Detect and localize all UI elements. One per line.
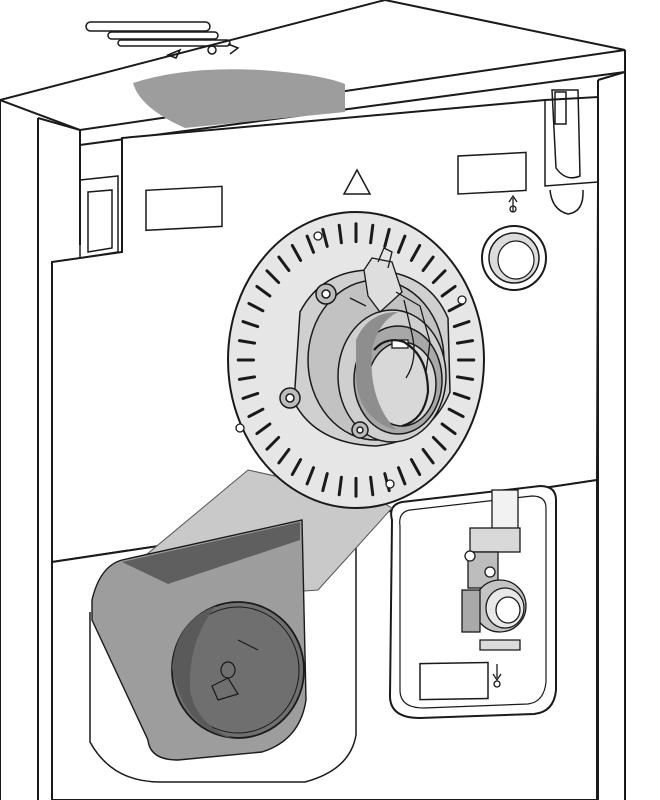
flange-bolt	[235, 423, 245, 433]
up-arrow-flame-icon	[508, 194, 518, 213]
down-arrow-flame-icon	[492, 664, 502, 688]
flange-slot	[447, 301, 465, 313]
flange-slot	[337, 475, 343, 497]
flange-slot	[265, 269, 281, 284]
fan-outlet-shadow	[172, 606, 232, 738]
flange-slot	[255, 422, 272, 436]
burner-boss-hole	[285, 393, 295, 403]
flange-slot	[440, 422, 457, 436]
flange-slot	[455, 339, 475, 345]
burner-bosses	[279, 283, 369, 439]
flange-slot	[241, 320, 260, 329]
flange-slot	[452, 391, 471, 400]
flange-slot	[241, 391, 260, 400]
top-vents	[85, 21, 240, 59]
top-vent-slot	[85, 21, 211, 32]
burner-boss-hole	[321, 289, 331, 299]
ignition-electrodes	[349, 247, 431, 379]
lower-left-recess	[89, 540, 357, 783]
round-port	[481, 225, 547, 291]
flange-slot	[321, 472, 329, 493]
burner-shadow	[356, 312, 398, 430]
flange-slot	[265, 436, 281, 451]
burner-ring-clip	[373, 339, 430, 428]
flange-slot	[255, 284, 272, 298]
top-mark-icon	[227, 43, 240, 55]
flange-slot	[421, 255, 435, 272]
gas-valve-fitting	[461, 489, 527, 651]
flange-slot	[431, 436, 447, 451]
flange-bolt	[457, 295, 467, 305]
cabinet-right-rim	[597, 71, 626, 81]
flange-bolts	[235, 231, 467, 489]
warning-triangle-icon	[342, 168, 372, 195]
flange-slot	[383, 227, 391, 248]
flange-slot	[237, 339, 257, 345]
flange-slot	[277, 255, 291, 272]
top-vent-slot	[117, 39, 231, 47]
flange-slot	[321, 227, 329, 248]
upper-right-label-plate	[457, 151, 527, 195]
flange-slot	[431, 269, 447, 284]
fan-top-shadow	[122, 522, 300, 584]
burner-boss-hole	[356, 426, 364, 434]
service-opening	[388, 484, 557, 720]
burner-head	[279, 247, 451, 447]
flange-slot	[440, 284, 457, 298]
flange-slot	[421, 448, 435, 465]
flange-slot	[290, 458, 303, 476]
flange-slot	[305, 466, 315, 486]
flange-slot	[452, 320, 471, 329]
top-shade-band	[133, 69, 345, 128]
left-label-plate	[145, 185, 223, 232]
top-dot-icon	[207, 45, 217, 55]
flange-slot	[397, 234, 407, 254]
cabinet-top-edge	[79, 50, 626, 147]
fan-outlet	[171, 601, 305, 739]
flange-slots	[236, 222, 476, 498]
flange-slot	[337, 223, 343, 245]
flange-slot	[247, 407, 265, 419]
right-bracket	[544, 89, 599, 215]
cabinet-left-rim	[37, 117, 81, 131]
left-bracket	[79, 175, 119, 259]
flange-slot	[237, 375, 257, 381]
flange-slot	[409, 458, 422, 476]
flange-slot	[397, 466, 407, 486]
flange-bolt	[313, 231, 323, 241]
top-vent-slot	[107, 31, 219, 40]
flange-slot	[409, 244, 422, 262]
flange-slot	[369, 223, 375, 245]
flange-slot	[277, 448, 291, 465]
flange-slot	[305, 234, 315, 254]
flange-slot	[455, 375, 475, 381]
flange-slot	[247, 301, 265, 313]
flange-slot	[369, 475, 375, 497]
top-triangle-icon	[165, 48, 182, 59]
flange-slot	[447, 407, 465, 419]
fan-hub	[211, 639, 259, 701]
flange-slot	[290, 244, 303, 262]
flange-bolt	[385, 479, 395, 489]
lower-right-label-plate	[419, 661, 489, 701]
